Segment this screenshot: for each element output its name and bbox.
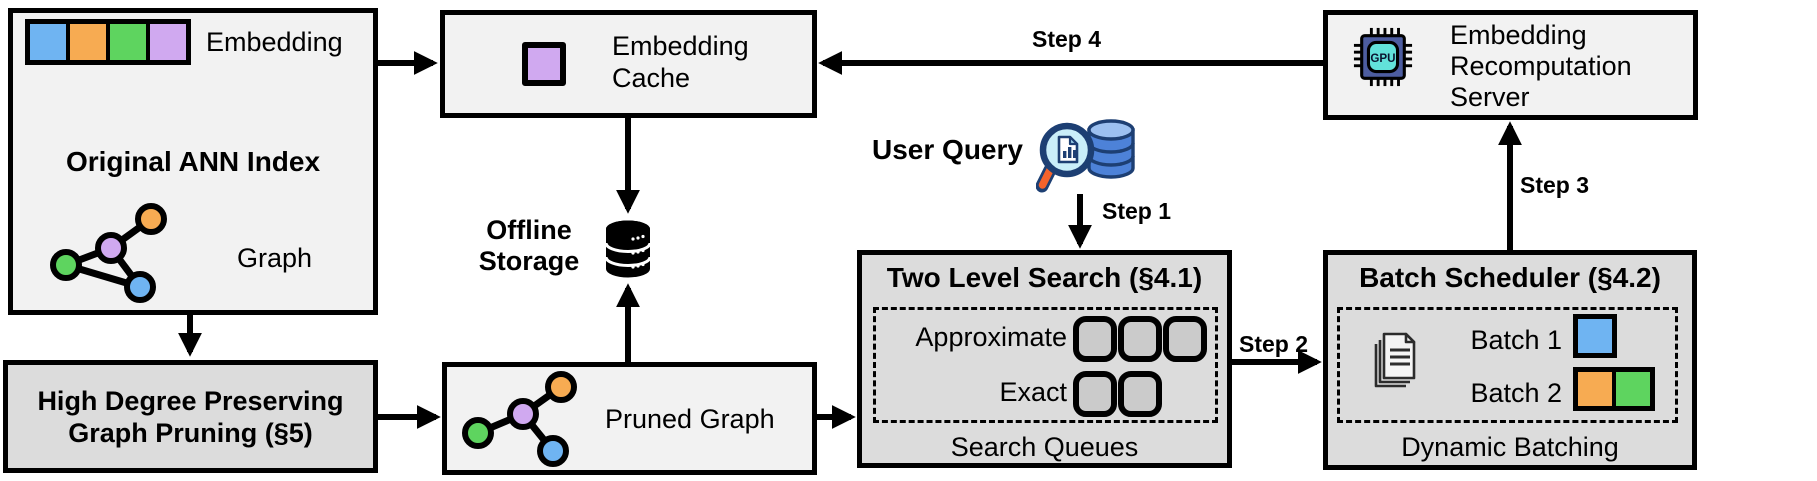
graph-node-purple <box>507 398 539 430</box>
queue-slot <box>1118 316 1162 362</box>
user-query-label: User Query <box>872 134 1023 165</box>
original-ann-index-title: Original ANN Index <box>65 146 321 177</box>
embedding-cache-label: Embedding Cache <box>612 31 749 93</box>
graph-node-green <box>50 249 82 281</box>
graph-node-purple <box>95 232 127 264</box>
embedding-cache-box <box>440 10 817 118</box>
batch1-chip-blue <box>1578 319 1612 353</box>
pruned-graph-icon <box>462 371 577 467</box>
queue-slot <box>1073 371 1117 417</box>
embedding-vector-icon <box>25 19 191 65</box>
graph-pruning-box: High Degree Preserving Graph Pruning (§5… <box>3 360 378 473</box>
batch1-label: Batch 1 <box>1470 325 1562 355</box>
step1-label: Step 1 <box>1102 198 1172 224</box>
queue-slot <box>1163 316 1207 362</box>
recomputation-server-title: Embedding Recomputation Server <box>1450 20 1632 112</box>
embedding-chip-purple <box>150 24 186 60</box>
search-queues-dashed-box <box>873 307 1218 423</box>
database-storage-icon <box>604 220 652 278</box>
batch1-chips <box>1573 314 1617 358</box>
queue-slot <box>1073 316 1117 362</box>
graph-node-green <box>462 417 494 449</box>
pruned-graph-label: Pruned Graph <box>605 404 775 434</box>
batch2-label: Batch 2 <box>1470 378 1562 408</box>
gpu-chip-icon: GPU <box>1353 27 1413 87</box>
user-query-icon <box>1036 119 1135 193</box>
offline-storage-label: Offline Storage <box>478 215 580 276</box>
batch2-chip-orange <box>1578 372 1612 406</box>
embedding-label: Embedding <box>206 27 343 57</box>
original-graph-icon <box>50 203 167 303</box>
approximate-label: Approximate <box>915 322 1067 352</box>
dynamic-batching-dashed-box <box>1337 307 1678 423</box>
dynamic-batching-label: Dynamic Batching <box>1401 432 1619 462</box>
graph-label: Graph <box>237 243 313 273</box>
two-level-search-title: Two Level Search (§4.1) <box>886 262 1203 293</box>
graph-node-blue <box>537 435 569 467</box>
batch2-chip-green <box>1616 372 1650 406</box>
graph-node-orange <box>545 371 577 403</box>
step4-label: Step 4 <box>1032 26 1102 52</box>
embedding-chip-blue <box>30 24 66 60</box>
graph-node-orange <box>135 203 167 235</box>
step2-label: Step 2 <box>1239 331 1309 357</box>
embedding-chip-orange <box>70 24 106 60</box>
query-documents-icon <box>1374 332 1416 388</box>
step3-label: Step 3 <box>1520 172 1590 198</box>
gpu-chip-label: GPU <box>1370 52 1395 65</box>
graph-node-blue <box>124 271 156 303</box>
batch-scheduler-title: Batch Scheduler (§4.2) <box>1359 262 1661 293</box>
approximate-queue-slots <box>1073 316 1207 362</box>
search-queues-label: Search Queues <box>950 432 1139 462</box>
exact-label: Exact <box>999 377 1067 407</box>
cached-embedding-icon <box>522 42 566 86</box>
embedding-chip-green <box>110 24 146 60</box>
exact-queue-slots <box>1073 371 1162 417</box>
queue-slot <box>1118 371 1162 417</box>
graph-pruning-title: High Degree Preserving Graph Pruning (§5… <box>37 385 344 448</box>
batch2-chips <box>1573 367 1655 411</box>
